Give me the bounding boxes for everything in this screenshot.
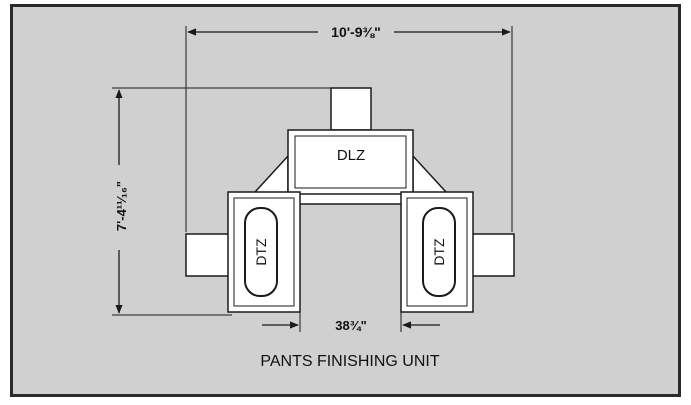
dlz-unit	[287, 129, 414, 195]
left-dtz-pad	[244, 207, 278, 297]
dlz-unit-inner	[294, 135, 407, 189]
dlz-label: DLZ	[337, 147, 365, 164]
dlz-rear-box	[330, 87, 372, 131]
height-dimension-label: 7'-4¹¹⁄₁₆"	[114, 181, 129, 231]
right-dtz-unit-inner	[406, 197, 468, 307]
right-dtz-side-box	[469, 233, 515, 277]
left-dtz-unit-inner	[233, 197, 295, 307]
width-dimension-label: 10'-9⅜"	[331, 24, 381, 40]
gap-dimension-label: 38¾"	[335, 318, 366, 333]
right-dtz-pad	[422, 207, 456, 297]
left-dtz-side-box	[185, 233, 231, 277]
right-dtz-label: DTZ	[431, 238, 447, 266]
left-dtz-label: DTZ	[253, 238, 269, 266]
diagram-title: PANTS FINISHING UNIT	[260, 353, 439, 370]
